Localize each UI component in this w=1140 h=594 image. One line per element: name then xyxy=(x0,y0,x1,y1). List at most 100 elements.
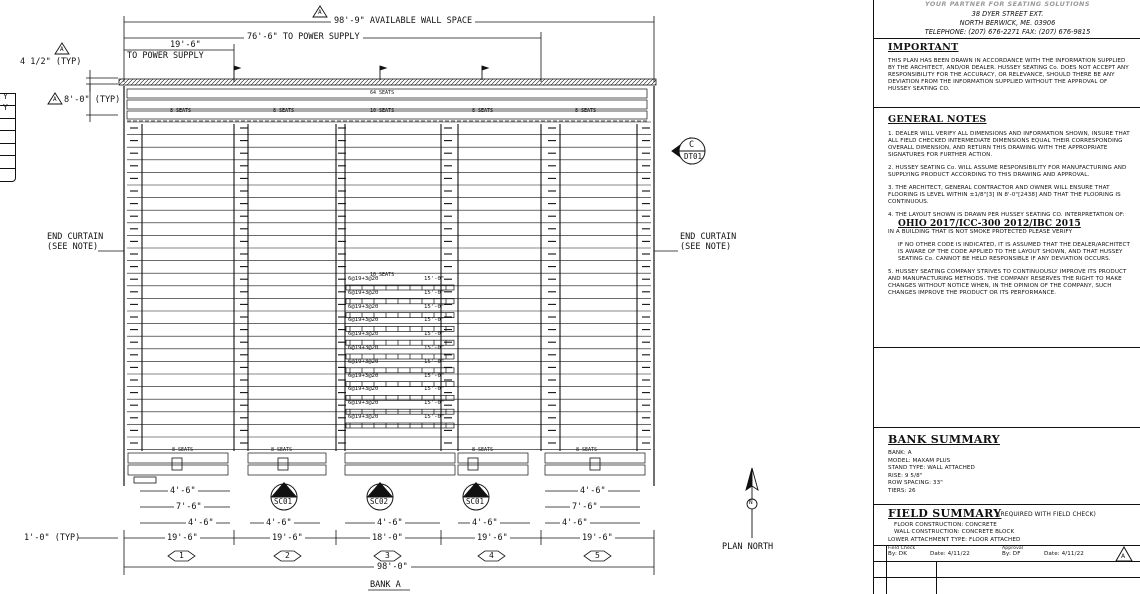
power-supply-19-label: 19'-6" xyxy=(170,40,201,50)
rail-label: 6@19+3@20 xyxy=(348,317,379,324)
field-check-date: Date: 4/11/22 xyxy=(930,551,970,557)
end-curtain-right-note: (SEE NOTE) xyxy=(680,242,732,252)
rail-label: 6@19+3@20 xyxy=(348,414,379,420)
sub-dim-c-left: 4'-6" xyxy=(186,518,216,528)
rail-label: 6@19+3@20 xyxy=(348,372,379,379)
approval-label: Approval xyxy=(1002,546,1024,551)
aisle-rail-block xyxy=(345,298,455,305)
section-cut-num: 1 xyxy=(473,484,479,494)
center-aisle-rails xyxy=(345,284,455,429)
aisle-rail-block xyxy=(345,326,455,332)
left-table-cell: Y xyxy=(3,103,8,112)
aisle-rail-block xyxy=(345,422,455,429)
general-notes: 1. DEALER WILL VERIFY ALL DIMENSIONS AND… xyxy=(888,131,1132,303)
rail-dim: 15'-0" xyxy=(424,317,445,324)
plan-north-label: PLAN NORTH xyxy=(722,542,774,552)
address-line-1: 38 DYER STREET EXT. xyxy=(971,10,1044,18)
section-width: 18'-0" xyxy=(370,533,405,543)
north-arrow-icon xyxy=(745,467,759,538)
section-width: 19'-6" xyxy=(270,533,305,543)
rail-dim: 15'-0" xyxy=(424,358,445,365)
callout-c-letter: C xyxy=(689,140,695,150)
aisle-rail-block xyxy=(345,312,455,318)
top-seat-strip xyxy=(126,88,648,122)
aisle-rail-block xyxy=(345,367,455,374)
code-line: OHIO 2017/ICC-300 2012/IBC 2015 xyxy=(898,219,1081,229)
left-table-cell: Y xyxy=(3,92,8,101)
section-cut-ref: SC01 xyxy=(274,497,293,506)
rail-label: 6@19+3@20 xyxy=(348,276,379,282)
note-2: 2. HUSSEY SEATING Co. WILL ASSUME RESPON… xyxy=(888,165,1127,178)
north-letter: N xyxy=(749,499,753,506)
section-top-seats: 8 SEATS xyxy=(273,108,295,114)
power-supply-19-sub-label: TO POWER SUPPLY xyxy=(127,51,204,61)
section-cut-ref: SC01 xyxy=(466,497,485,506)
typ-8-0-label: 8'-0" (TYP) xyxy=(64,95,121,105)
important-text: THIS PLAN HAS BEEN DRAWN IN ACCORDANCE W… xyxy=(888,58,1129,92)
sub-dim-a-right: 4'-6" xyxy=(578,486,608,496)
revision-letter: A xyxy=(1121,553,1126,560)
end-curtain-right-label: END CURTAIN xyxy=(680,232,737,242)
code-sub: IN A BUILDING THAT IS NOT SMOKE PROTECTE… xyxy=(888,229,1073,235)
section-number: 2 xyxy=(285,551,290,560)
section-top-seats: 8 SEATS xyxy=(575,108,597,114)
important-heading: IMPORTANT xyxy=(888,42,959,53)
rail-dim: 15'-0" xyxy=(424,289,445,296)
section-bottom-seats: 8 SEATS xyxy=(472,447,494,453)
power-supply-flags xyxy=(233,65,490,80)
section-number: 4 xyxy=(489,551,494,560)
section-bottom-seats: 10 SEATS xyxy=(370,272,395,278)
rail-label: 6@19+3@20 xyxy=(348,358,379,365)
power-supply-76-label: 76'-6" TO POWER SUPPLY xyxy=(244,32,363,42)
approval-date: Date: 4/11/22 xyxy=(1044,551,1084,557)
end-curtain-left-label: END CURTAIN xyxy=(47,232,104,242)
revision-letter: A xyxy=(60,46,64,53)
rail-dim: 15'-0" xyxy=(424,400,445,407)
section-cut-markers xyxy=(270,482,490,511)
section-bottom-seats: 8 SEATS xyxy=(576,447,598,453)
bank-label: BANK A xyxy=(370,580,401,590)
section-top-seats: 8 SEATS xyxy=(472,108,494,114)
section-cut-ref: SC02 xyxy=(370,497,389,506)
rail-dim: 15'-0" xyxy=(424,372,445,379)
total-width-label: 98'-0" xyxy=(374,562,411,572)
bank-summary-line: MODEL: MAXAM PLUS xyxy=(888,457,951,464)
rail-label: 6@19+3@20 xyxy=(348,400,379,407)
section-number: 3 xyxy=(385,551,390,560)
bank-summary-line: BANK: A xyxy=(888,450,912,456)
sub-dim-c-2: 4'-6" xyxy=(264,518,294,528)
bank-summary-line: TIERS: 26 xyxy=(888,487,916,494)
rail-label: 6@19+3@20 xyxy=(348,345,379,351)
rail-dim: 15'-0" xyxy=(424,345,445,351)
aisle-rail-block xyxy=(345,339,455,346)
rail-dim: 15'-0" xyxy=(424,303,445,310)
section-top-seats: 8 SEATS xyxy=(170,108,192,114)
field-summary-line: FLOOR CONSTRUCTION: CONCRETE xyxy=(894,522,997,528)
rail-dim: 15'-0" xyxy=(424,414,445,420)
bank-summary-line: ROW SPACING: 33" xyxy=(888,480,943,487)
aisle-rail-block xyxy=(345,381,455,387)
section-bottom-seats: 8 SEATS xyxy=(172,447,194,453)
section-number: 1 xyxy=(179,551,184,560)
available-wall-space-label: 98'-9" AVAILABLE WALL SPACE xyxy=(331,16,476,26)
typ-4-5-label: 4 1/2" (TYP) xyxy=(20,57,82,67)
wall-band xyxy=(118,78,657,86)
section-dividers xyxy=(130,124,650,451)
bank-summary-line: RISE: 9 5/8" xyxy=(888,472,923,479)
dimension-lines-left xyxy=(86,70,118,122)
field-summary-line: WALL CONSTRUCTION: CONCRETE BLOCK xyxy=(894,529,1015,536)
section-top-seats: 10 SEATS xyxy=(370,108,395,114)
address-line-2: NORTH BERWICK, ME. 03906 xyxy=(959,19,1056,27)
bank-summary-line: STAND TYPE: WALL ATTACHED xyxy=(888,465,975,472)
seating-rows xyxy=(127,121,651,450)
section-cut-num: 1 xyxy=(377,484,383,494)
rail-dim: 15'-0" xyxy=(424,386,445,393)
rail-label: 6@19+3@20 xyxy=(348,289,379,296)
rail-label: 6@19+3@20 xyxy=(348,331,379,338)
section-width: 19'-6" xyxy=(165,533,200,543)
note-4: 4. THE LAYOUT SHOWN IS DRAWN PER HUSSEY … xyxy=(888,212,1125,218)
field-summary-line: LOWER ATTACHMENT TYPE: FLOOR ATTACHED xyxy=(888,536,1021,543)
revision-letter: A xyxy=(318,9,322,16)
field-check-label: Field Check xyxy=(888,546,916,551)
sub-dim-c-3: 4'-6" xyxy=(375,518,405,528)
